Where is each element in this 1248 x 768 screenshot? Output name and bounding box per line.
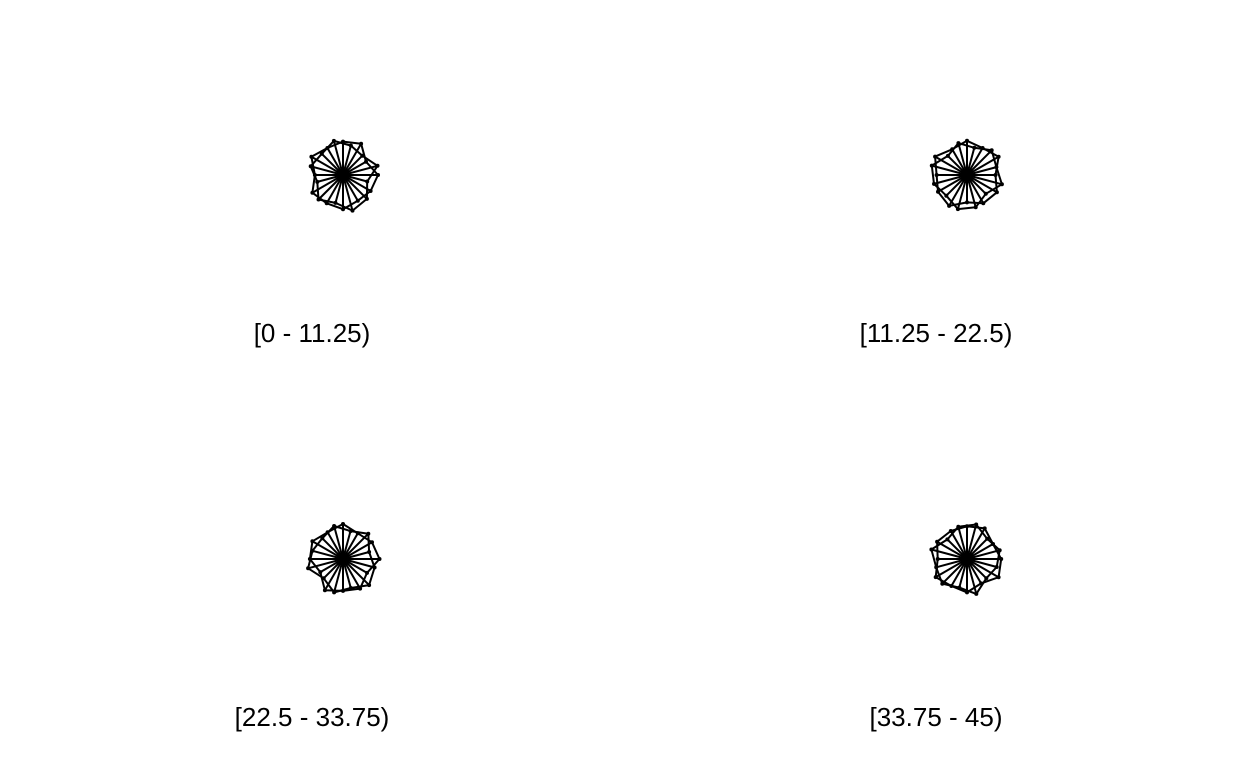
glyph-ray bbox=[931, 164, 968, 176]
glyph-ray bbox=[957, 526, 968, 560]
glyph-ray bbox=[966, 147, 976, 176]
glyph-ray bbox=[966, 558, 978, 595]
glyph-ray bbox=[947, 155, 968, 176]
panel-3-glyph-svg bbox=[929, 522, 1004, 596]
glyph-ray bbox=[948, 174, 968, 207]
glyph-ray bbox=[966, 543, 994, 560]
glyph-outline bbox=[930, 523, 1001, 595]
glyph-ray bbox=[950, 558, 968, 587]
glyph-ray bbox=[307, 558, 344, 570]
glyph-ray bbox=[946, 538, 968, 560]
glyph-ray bbox=[342, 558, 352, 589]
glyph-ray bbox=[342, 174, 372, 192]
glyph-ray bbox=[342, 174, 368, 200]
glyph-ray bbox=[342, 164, 378, 176]
glyph-ray bbox=[342, 174, 354, 211]
glyph-outline bbox=[934, 139, 1000, 207]
glyph-ray bbox=[966, 149, 993, 176]
glyph-ray bbox=[342, 558, 375, 569]
glyph-ray bbox=[966, 166, 997, 176]
panel-0: [0 - 11.25) bbox=[0, 0, 624, 384]
glyph-ray bbox=[966, 558, 1000, 579]
glyph-ray bbox=[966, 527, 986, 560]
glyph-ray bbox=[966, 524, 978, 560]
panel-3: [33.75 - 45) bbox=[624, 384, 1248, 768]
glyph-ray bbox=[949, 530, 968, 560]
glyph-ray bbox=[951, 148, 968, 176]
glyph-ray bbox=[966, 174, 985, 204]
glyph-ray bbox=[966, 549, 1000, 560]
glyph-ray bbox=[326, 147, 344, 176]
glyph-ray bbox=[342, 558, 368, 574]
glyph-ray bbox=[342, 558, 370, 586]
glyph-ray bbox=[312, 549, 344, 560]
panel-2-glyph-svg bbox=[306, 522, 382, 595]
glyph-outline bbox=[309, 139, 379, 212]
glyph-ray bbox=[317, 174, 344, 201]
glyph-ray bbox=[958, 558, 968, 588]
glyph-ray bbox=[941, 558, 968, 585]
glyph-outline bbox=[310, 140, 379, 211]
glyph-ray bbox=[321, 153, 344, 176]
glyph-outline bbox=[930, 142, 1003, 211]
glyph-ray bbox=[342, 530, 352, 560]
glyph-ray bbox=[342, 154, 364, 176]
glyph-ray bbox=[317, 174, 344, 183]
panel-label: [22.5 - 33.75) bbox=[234, 702, 390, 732]
glyph-ray bbox=[326, 531, 344, 560]
glyph-ray bbox=[342, 532, 359, 560]
glyph-ray bbox=[342, 558, 361, 590]
glyph-ray bbox=[342, 145, 352, 176]
glyph-ray bbox=[342, 143, 362, 176]
glyph-ray bbox=[966, 174, 977, 208]
glyph-ray bbox=[931, 548, 968, 560]
panel-0-glyph-svg bbox=[308, 138, 380, 213]
glyph-ray bbox=[966, 558, 997, 568]
glyph-ray bbox=[342, 160, 367, 176]
glyph-ray bbox=[321, 537, 344, 560]
glyph-ray bbox=[342, 174, 359, 202]
glyph-ray bbox=[936, 540, 968, 560]
glyph-ray bbox=[322, 558, 344, 580]
glyph-ray bbox=[935, 558, 968, 569]
glyph-ray bbox=[342, 541, 373, 560]
glyph-ray bbox=[334, 174, 344, 204]
glyph-ray bbox=[956, 174, 968, 210]
panel-label: [0 - 11.25) bbox=[253, 318, 371, 348]
panel-1-glyph-svg bbox=[929, 138, 1004, 212]
glyph-ray bbox=[333, 558, 344, 593]
glyph-ray bbox=[966, 538, 988, 560]
glyph-ray bbox=[333, 525, 344, 560]
glyph-ray bbox=[935, 558, 968, 578]
glyph-ray bbox=[325, 174, 344, 204]
glyph-ray bbox=[319, 558, 344, 573]
glyph-ray bbox=[945, 174, 968, 197]
glyph-ray bbox=[966, 558, 988, 580]
glyph-ray bbox=[342, 551, 370, 560]
glyph-ray bbox=[342, 174, 368, 183]
glyph-ray bbox=[937, 174, 968, 193]
glyph-ray bbox=[310, 165, 344, 176]
glyph-outline bbox=[307, 525, 376, 594]
panel-label: [33.75 - 45) bbox=[869, 702, 1003, 732]
glyph-ray bbox=[966, 174, 1003, 186]
glyph-ray bbox=[933, 174, 968, 185]
glyph-ray bbox=[966, 174, 987, 195]
panel-label: [11.25 - 22.5) bbox=[859, 318, 1013, 348]
glyph-ray bbox=[966, 558, 982, 584]
glyph-ray bbox=[966, 147, 984, 176]
glyph-ray bbox=[957, 142, 968, 176]
glyph-ray bbox=[332, 140, 344, 176]
glyph-ray bbox=[342, 532, 370, 560]
panel-2: [22.5 - 33.75) bbox=[0, 384, 624, 768]
panel-1: [11.25 - 22.5) bbox=[624, 0, 1248, 384]
